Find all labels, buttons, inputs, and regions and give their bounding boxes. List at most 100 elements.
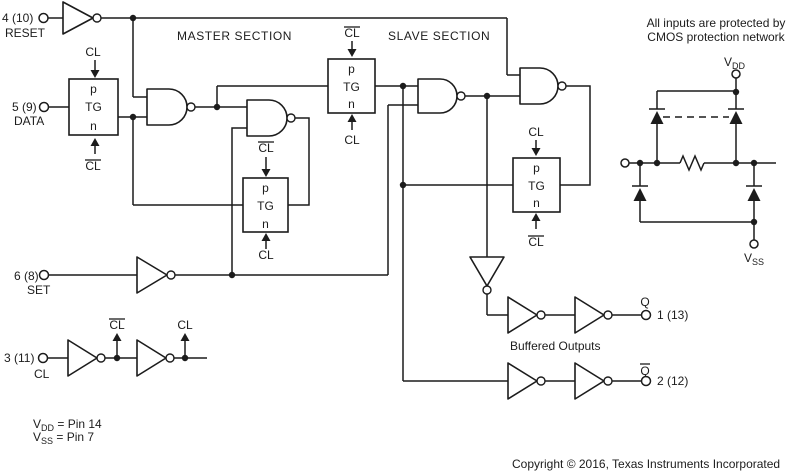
reset-net — [101, 17, 520, 98]
nand-bubble — [456, 91, 466, 101]
data-pin-number: 5 (9) — [12, 100, 37, 114]
tg-box — [512, 157, 561, 213]
set-pin-label: SET — [27, 283, 51, 297]
inverter-bubble — [603, 376, 613, 386]
q-buffer-chain — [507, 296, 613, 334]
clock-pin-number: 3 (11) — [4, 351, 34, 365]
clock-label: CL — [344, 133, 360, 147]
data-pin-label: DATA — [14, 114, 44, 128]
vdd-terminal — [731, 69, 741, 79]
junction-dot — [636, 159, 644, 167]
q-node-inverter — [469, 256, 505, 295]
protection-note-line2: CMOS protection network — [647, 30, 785, 44]
inverter-bubble — [96, 353, 106, 363]
junction-dot — [750, 159, 758, 167]
junction-dot — [129, 113, 137, 121]
clock-bar-label: CL — [528, 235, 544, 249]
clock-terminal — [37, 352, 49, 364]
qbar-label: Q — [640, 364, 649, 378]
qbar-buffer-chain — [507, 362, 613, 400]
slave-nand1-output-net — [465, 95, 520, 257]
clock-bar-label: CL — [85, 159, 101, 173]
reset-inverter — [62, 1, 102, 35]
clock-label: CL — [177, 318, 193, 332]
arrow-down-icon — [531, 148, 541, 156]
junction-dot — [228, 271, 236, 279]
copyright-notice: Copyright © 2016, Texas Instruments Inco… — [512, 457, 780, 471]
inverter-triangle — [136, 339, 167, 377]
inverter-bubble — [482, 285, 492, 295]
tg-box — [242, 177, 289, 233]
master-nand1 — [146, 88, 196, 126]
tg-n-label: n — [533, 196, 540, 210]
reset-pin-label: RESET — [5, 26, 46, 40]
junction-dot — [732, 88, 740, 96]
set-input: 6 (8) SET — [14, 269, 51, 297]
junction-dot — [653, 159, 661, 167]
data-transmission-gate: p TG n CL CL — [68, 45, 119, 173]
slave-nand2 — [519, 67, 567, 105]
master-nand2-set-input — [231, 127, 247, 275]
arrow-up-icon — [347, 114, 357, 122]
inverter-triangle — [67, 339, 98, 377]
inverter-triangle — [574, 296, 605, 334]
vss-pin-note: VSS = Pin 7 — [33, 430, 94, 446]
reset-terminal — [38, 12, 49, 24]
q-pin-number: 1 (13) — [657, 308, 688, 322]
nand-bubble — [286, 113, 296, 123]
junction-dot — [750, 218, 758, 226]
diode-leads — [632, 163, 648, 222]
arrow-up-icon — [112, 333, 122, 341]
junction-dot — [181, 354, 189, 362]
inverter-bubble — [603, 310, 613, 320]
slave-tg-output-net — [375, 85, 513, 382]
nand-bubble — [557, 81, 567, 91]
lower-right-diode — [746, 163, 762, 222]
data-terminal — [38, 101, 50, 113]
inverter-triangle — [136, 256, 168, 294]
inverter-triangle — [62, 1, 94, 35]
tg-box — [327, 58, 376, 114]
q-label: Q — [640, 295, 649, 309]
buffered-outputs-label: Buffered Outputs — [510, 339, 601, 353]
clock-bar-label: CL — [344, 26, 360, 40]
clock-input: 3 (11) CL — [4, 351, 50, 381]
vss-label: VSS — [744, 251, 764, 267]
tg-p-label: p — [262, 181, 269, 195]
tg-p-label: p — [90, 82, 97, 96]
inverter-triangle-down — [469, 256, 505, 287]
vdd-pin-note: VDD = Pin 14 — [33, 417, 102, 433]
diode-triangle — [633, 188, 647, 201]
circuit-wiring — [47, 17, 642, 382]
vss-terminal — [749, 239, 759, 249]
reset-input: 4 (10) RESET — [2, 11, 49, 40]
master-feedback-transmission-gate: p TG n CL CL — [242, 141, 289, 262]
qbar-terminal — [640, 375, 652, 387]
vdd-label: VDD — [724, 55, 746, 71]
nand-bubble — [186, 102, 196, 112]
diode-leads — [746, 163, 762, 222]
inverter-bubble — [92, 13, 102, 23]
junction-dot — [483, 92, 491, 100]
diode-triangle — [650, 111, 664, 124]
clock-bar-label: CL — [258, 141, 274, 155]
slave-nand1 — [417, 78, 466, 114]
lower-left-diode — [632, 163, 648, 222]
nand-body — [417, 78, 458, 114]
junction-dots — [113, 14, 758, 362]
master-section-title: MASTER SECTION — [177, 29, 292, 43]
master-nand2-output-net — [288, 117, 310, 206]
upper-left-diode — [649, 91, 665, 163]
clock-label: CL — [528, 125, 544, 139]
slave-section-title: SLAVE SECTION — [388, 29, 490, 43]
inverter-bubble — [536, 376, 546, 386]
junction-dot — [732, 159, 740, 167]
tg-label: TG — [85, 100, 102, 114]
reset-pin-number: 4 (10) — [2, 11, 33, 25]
inverter-bubble — [536, 310, 546, 320]
q-output: Q 1 (13) — [640, 295, 688, 322]
clock-inverter-chain: CL CL — [67, 318, 193, 377]
inverter-triangle — [507, 296, 538, 334]
